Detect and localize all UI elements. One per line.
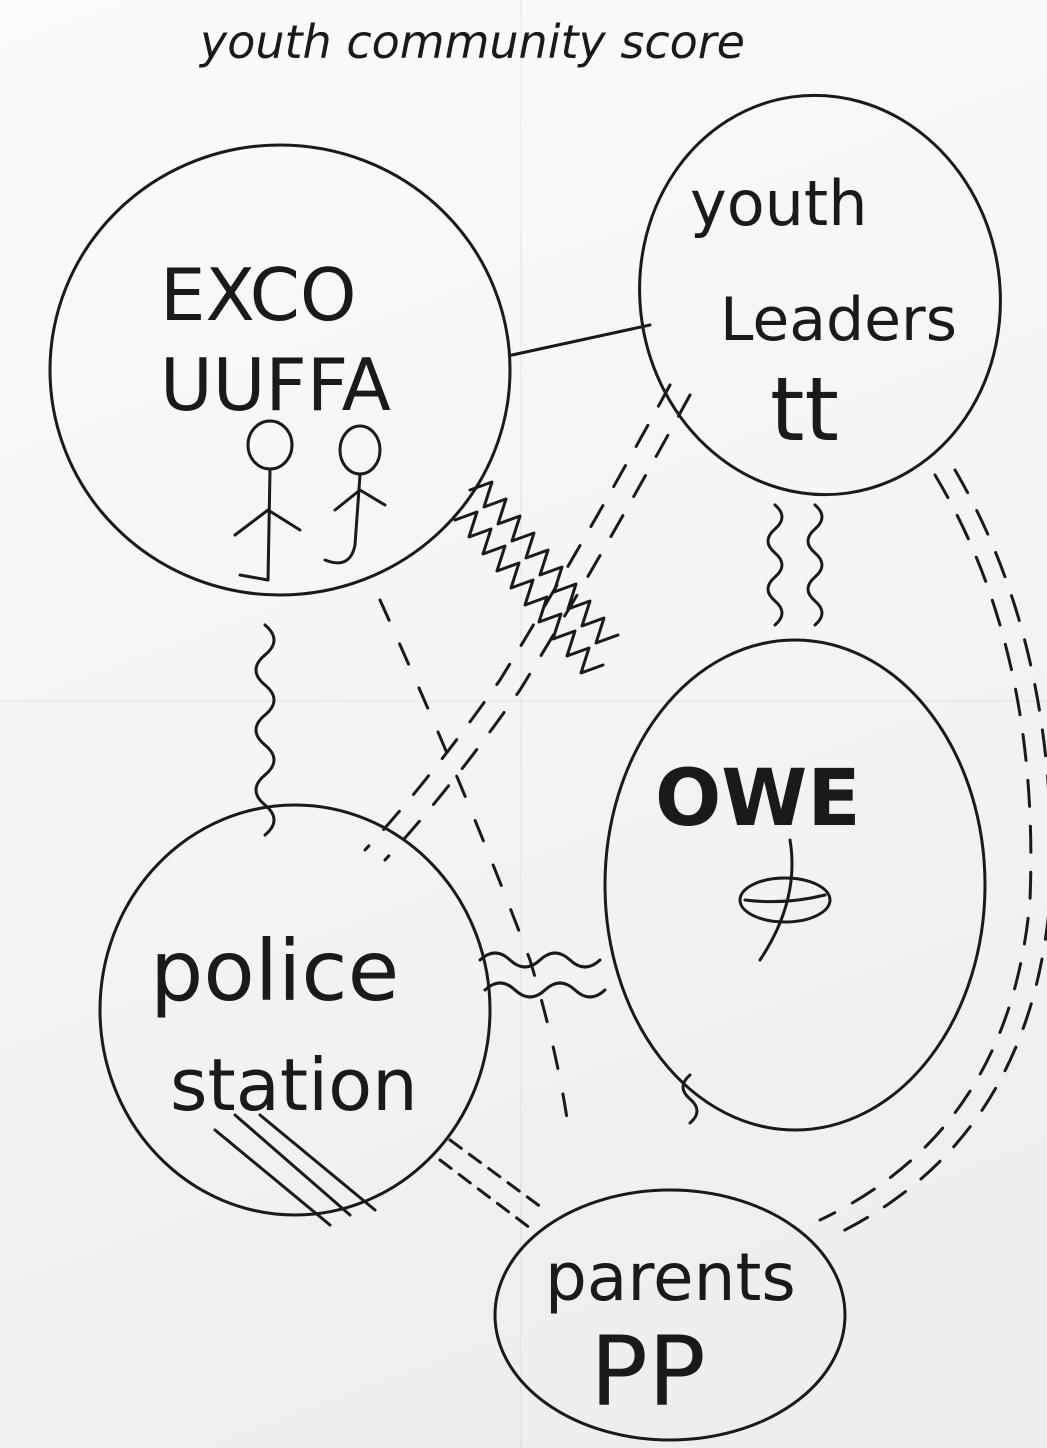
node-youth-leaders: [638, 93, 1002, 497]
node-label-leaders: Leaders: [720, 285, 957, 355]
link-police-parents-2: [438, 1158, 532, 1230]
link-exco-owe-2: [453, 510, 605, 675]
police-scribble-lines: [213, 1113, 377, 1227]
diagram-title: youth community score: [198, 15, 745, 69]
node-label-owe: OWE: [655, 754, 861, 844]
node-label-parents: parents: [545, 1239, 796, 1316]
link-youth-leaders-police-2: [363, 383, 672, 852]
node-label-uuffa: UUFFA: [160, 343, 391, 427]
link-youth-leaders-police: [383, 393, 692, 862]
node-label-exco: EXCO: [160, 253, 357, 337]
link-exco-owe: [468, 480, 620, 645]
node-label-youth: youth: [690, 167, 868, 240]
node-police: [98, 803, 492, 1217]
link-exco-youth-leaders: [510, 323, 652, 357]
link-youth-leaders-owe-2: [806, 503, 824, 627]
link-owe-police-2: [483, 981, 607, 999]
link-police-parents: [448, 1138, 547, 1212]
node-owe: [603, 638, 987, 1132]
node-label-pp: PP: [590, 1316, 706, 1428]
link-youth-leaders-parents: [818, 473, 1033, 1222]
two-stick-figures-icon: [233, 419, 387, 582]
link-owe-parents: [681, 1073, 699, 1125]
node-parents: [493, 1188, 847, 1442]
globe-cross-icon: [738, 838, 832, 962]
link-owe-police: [478, 951, 602, 969]
node-label-tt: tt: [770, 358, 839, 461]
node-label-police: police: [150, 922, 399, 1020]
link-exco-parents: [378, 598, 572, 1142]
link-youth-leaders-owe: [766, 503, 784, 627]
link-youth-leaders-parents-2: [833, 468, 1047, 1237]
link-exco-police: [254, 623, 276, 837]
node-label-station: station: [170, 1043, 418, 1127]
node-exco: [48, 143, 512, 597]
